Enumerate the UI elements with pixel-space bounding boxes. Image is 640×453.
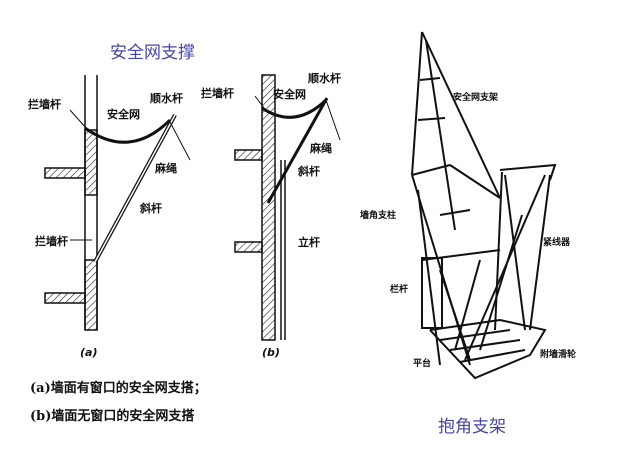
diagram-b bbox=[234, 74, 341, 341]
label-tensioner: 紧线器 bbox=[543, 238, 571, 248]
label-platform: 平台 bbox=[413, 359, 432, 369]
caption-b: (b)墙面无窗口的安全网支搭 bbox=[30, 409, 195, 424]
label-wall-bar-b: 拦墙杆 bbox=[201, 87, 234, 100]
label-rope-a: 麻绳 bbox=[155, 162, 177, 175]
diagram-a bbox=[44, 75, 191, 331]
caption-a: (a)墙面有窗口的安全网支搭； bbox=[30, 381, 207, 396]
label-net-a: 安全网 bbox=[107, 108, 140, 121]
label-net-b: 安全网 bbox=[273, 88, 306, 101]
label-corner-post: 墙角支柱 bbox=[360, 211, 397, 221]
label-post-b: 立杆 bbox=[298, 236, 320, 249]
tag-a: (a) bbox=[80, 346, 98, 359]
title-safety-net-support: 安全网支撑 bbox=[110, 43, 195, 63]
label-net-frame: 安全网支架 bbox=[453, 93, 499, 103]
label-wall-bar-bottom-a: 拦墙杆 bbox=[35, 235, 68, 248]
label-runner-b: 顺水杆 bbox=[308, 72, 341, 85]
diagram-c-corner-frame bbox=[411, 31, 557, 380]
label-brace-a: 斜杆 bbox=[140, 202, 162, 215]
title-corner-support: 抱角支架 bbox=[438, 417, 506, 437]
label-railing: 栏杆 bbox=[390, 285, 409, 295]
label-wall-bar-top-a: 拦墙杆 bbox=[28, 98, 61, 111]
label-wall-pulley: 附墙滑轮 bbox=[540, 350, 577, 360]
label-rope-b: 麻绳 bbox=[310, 142, 332, 155]
label-runner-a: 顺水杆 bbox=[150, 92, 183, 105]
label-brace-b: 斜杆 bbox=[298, 165, 320, 178]
tag-b: (b) bbox=[262, 346, 280, 359]
